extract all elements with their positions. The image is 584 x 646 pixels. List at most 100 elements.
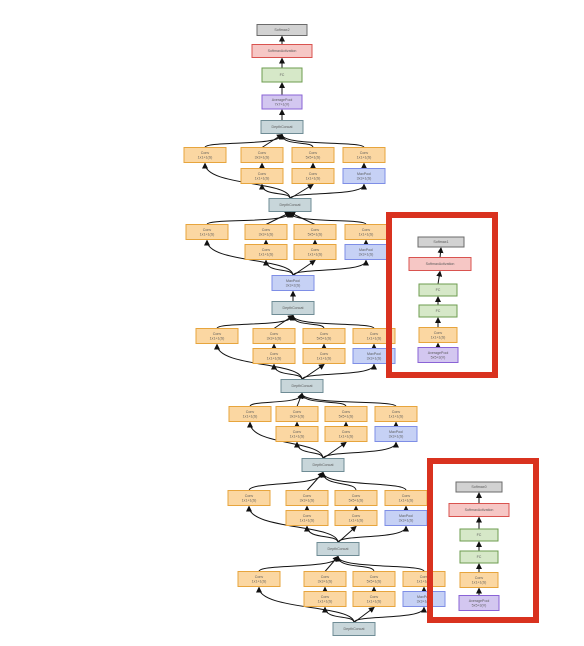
node-label-i8_c5x5-0: Conv [311, 228, 320, 232]
node-label-concat_5-0: DepthConcat [313, 463, 334, 467]
node-box-i6_c5x5 [324, 406, 368, 422]
node-aux0_fc1: FC [459, 550, 499, 564]
node-label-i4_r3-1: 1x1+1(S) [318, 599, 333, 603]
node-label-i4_cproj-1: 1x1+1(S) [417, 579, 432, 583]
node-box-avgpool_main [261, 94, 303, 110]
node-label-aux1_avgpool-0: AveragePool [428, 351, 449, 355]
node-label-i7_c3x3-1: 3x3+1(S) [267, 336, 282, 340]
node-label-i9_r5-0: Conv [309, 172, 318, 176]
node-concat_6: DepthConcat [316, 542, 360, 556]
node-label-i8_c5x5-1: 5x5+1(S) [308, 232, 323, 236]
node-box-i6_pool [374, 426, 418, 442]
edge-i7_cproj-to-concat_3 [290, 314, 375, 329]
node-label-i9_c1x1-0: Conv [201, 151, 210, 155]
edge-i6_c1x1-to-concat_4 [249, 392, 305, 407]
node-label-i4_pool-0: MaxPool [417, 595, 431, 599]
node-aux0_act: SoftmaxActivation [448, 503, 510, 517]
node-box-i6_r5 [324, 426, 368, 442]
node-box-i5_c3x3 [285, 490, 329, 506]
edge-concat_6-to-i5_r3 [304, 525, 339, 543]
node-concat_2: DepthConcat [268, 198, 312, 212]
node-label-i9_c3x3-0: Conv [258, 151, 267, 155]
node-label-i7_c1x1-1: 1x1+1(S) [210, 336, 225, 340]
edge-concat_6-to-i5_c1x1 [246, 505, 339, 543]
node-box-i8_c3x3 [244, 224, 288, 240]
highlight-box-auxiliary-classifier-0 [427, 458, 539, 623]
node-box-i9_c1x1 [183, 147, 227, 163]
node-label-avgpool_main-1: 7x7+1(V) [275, 102, 290, 106]
node-label-i5_c5x5-0: Conv [352, 494, 361, 498]
node-box-i9_c5x5 [291, 147, 335, 163]
node-fc_main: FC [261, 67, 303, 83]
node-label-concat_7-0: DepthConcat [344, 627, 365, 631]
node-box-i6_c3x3 [275, 406, 319, 422]
node-label-i9_r3-1: 1x1+1(S) [255, 176, 270, 180]
node-label-maxpool_mid-0: MaxPool [286, 279, 300, 283]
edge-concat_7-to-i4_pool [353, 606, 427, 623]
node-box-concat_3 [271, 301, 315, 315]
node-box-aux1_conv [418, 327, 458, 343]
edge-concat_2-to-i9_r3 [259, 183, 291, 199]
node-label-i8_pool-0: MaxPool [359, 248, 373, 252]
node-label-aux1_conv-1: 1x1+1(S) [431, 335, 446, 339]
node-label-i9_r3-0: Conv [258, 172, 267, 176]
edge-concat_7-to-i4_r3 [322, 606, 355, 623]
edge-concat_4-to-i7_r3 [271, 363, 303, 380]
node-label-i7_c5x5-0: Conv [320, 332, 329, 336]
nodes: Softmax2SoftmaxActivationFCAveragePool7x… [183, 24, 510, 636]
node-box-i7_pool [352, 348, 396, 364]
node-label-i9_pool-1: 3x3+1(S) [357, 176, 372, 180]
node-label-i6_r3-0: Conv [293, 430, 302, 434]
node-box-concat_5 [301, 458, 345, 472]
node-box-i5_c1x1 [227, 490, 271, 506]
node-label-i4_c1x1-0: Conv [255, 575, 264, 579]
edge-i9_cproj-to-concat_top [279, 133, 365, 148]
node-label-i5_c1x1-1: 1x1+1(S) [242, 498, 257, 502]
node-label-i6_c1x1-1: 1x1+1(S) [243, 414, 258, 418]
edge-concat_5-to-i6_r3 [294, 441, 324, 459]
node-box-aux0_fc1 [459, 550, 499, 564]
node-box-concat_6 [316, 542, 360, 556]
node-label-i5_c5x5-1: 5x5+1(S) [349, 498, 364, 502]
edge-i9_c1x1-to-concat_top [204, 133, 285, 148]
node-label-i5_r3-0: Conv [303, 514, 312, 518]
edge-aux1_act-to-aux1_softmax [437, 247, 444, 258]
node-label-i9_r5-1: 1x1+1(S) [306, 176, 321, 180]
edge-i4_c1x1-to-concat_6 [258, 555, 341, 572]
node-box-i6_cproj [374, 406, 418, 422]
node-label-i9_cproj-1: 1x1+1(S) [357, 155, 372, 159]
node-box-softmax2_act [251, 44, 313, 58]
node-box-aux1_act [408, 257, 472, 271]
node-box-i5_c5x5 [334, 490, 378, 506]
node-label-i7_r3-0: Conv [270, 352, 279, 356]
node-label-i7_cproj-1: 1x1+1(S) [367, 336, 382, 340]
node-label-i6_cproj-0: Conv [392, 410, 401, 414]
node-label-aux1_fc1-0: FC [436, 309, 441, 313]
edge-i5_c3x3-to-concat_5 [306, 471, 324, 491]
node-label-i6_c3x3-0: Conv [293, 410, 302, 414]
edge-concat_4-to-i7_pool [301, 363, 377, 380]
node-label-i6_pool-1: 3x3+1(S) [389, 434, 404, 438]
node-concat_4: DepthConcat [280, 379, 324, 393]
edge-concat_2-to-i9_pool [289, 183, 367, 199]
node-aux1_act: SoftmaxActivation [408, 257, 472, 271]
